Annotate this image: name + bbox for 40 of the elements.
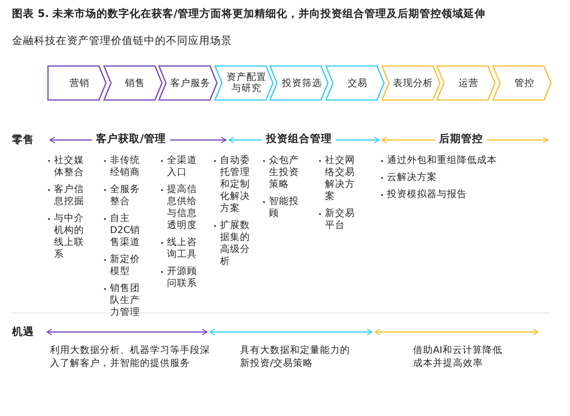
bullet-item: 社交媒体整合	[54, 155, 84, 179]
chevron-step: 客户服务	[158, 65, 218, 101]
chevron-step: 销售	[102, 65, 163, 101]
bullet-item: 与中介机构的线上联系	[54, 213, 84, 261]
chevron-step: 投资筛选	[269, 65, 330, 101]
bullet-item: 社交网络交易解决方案	[325, 155, 356, 203]
chevron-step: 交易	[325, 65, 385, 101]
chevron-step: 资产配置与研究	[214, 65, 274, 101]
bullet-item: 全服务整合	[110, 184, 140, 208]
bullet-item: 扩展数据集的高级分析	[220, 220, 250, 268]
bullet-item: 线上咨询工具	[167, 237, 197, 261]
bullet-item: 新定价模型	[110, 254, 140, 278]
row-label: 零售	[12, 133, 34, 147]
section-heading: 后期管控	[435, 133, 487, 146]
section-heading: 投资组合管理	[262, 133, 336, 146]
row-label: 机遇	[12, 325, 34, 339]
bullet-item: 众包产生投资策略	[269, 155, 300, 191]
bullet-item: 自动委托管理和定制化解决方案	[220, 155, 250, 215]
bullet-item: 自主D2C销售渠道	[110, 213, 140, 249]
bullet-item: 非传统经销商	[110, 155, 140, 179]
bullet-item: 投资模拟器与报告	[387, 189, 468, 201]
opportunity-text: 借助AI和云计算降低成本并提高效率	[413, 344, 504, 370]
bullet-item: 通过外包和重组降低成本	[387, 155, 498, 167]
chevron-step: 营销	[47, 65, 107, 101]
chevron-step: 管控	[492, 65, 552, 101]
chevron-step: 表现分析	[380, 65, 441, 101]
section-heading: 客户获取/管理	[92, 133, 170, 146]
bullet-item: 客户信息挖掘	[54, 184, 84, 208]
opportunity-text: 具有大数据和定量能力的新投资/交易策略	[240, 344, 350, 370]
chevron-step: 运营	[436, 65, 496, 101]
bullet-item: 全渠道入口	[167, 155, 197, 179]
title: 图表 5. 未来市场的数字化在获客/管理方面将更加精细化，并向投资组合管理及后期管控领域延伸	[12, 7, 486, 21]
bullet-item: 云解决方案	[387, 172, 438, 184]
subtitle: 金融科技在资产管理价值链中的不同应用场景	[12, 34, 232, 48]
bullet-item: 智能投顾	[269, 196, 300, 220]
bullet-item: 提高信息供给与信息透明度	[167, 184, 197, 232]
bullet-item: 开源顾问联系	[167, 266, 197, 290]
bullet-item: 新交易平台	[325, 208, 356, 232]
opportunity-text: 利用大数据分析、机器学习等手段深入了解客户，并智能的提供服务	[50, 344, 210, 370]
bullet-item: 销售团队生产力管理	[110, 283, 140, 319]
